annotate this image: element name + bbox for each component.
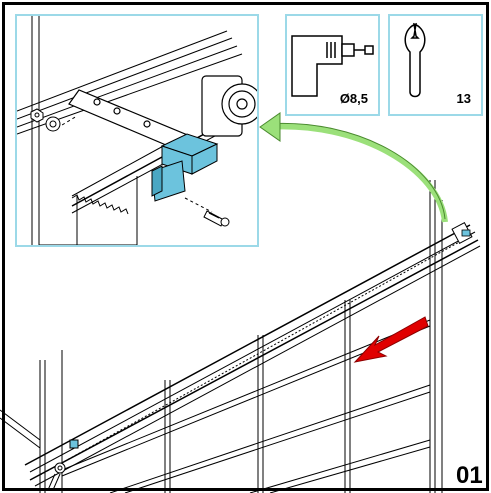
drill-bit-size-label: Ø8,5 [339, 91, 368, 106]
callout-arrow [264, 123, 448, 223]
detail-inset [15, 14, 259, 247]
bracket-detail-illustration [17, 16, 257, 245]
wrench-size-label: 13 [456, 91, 471, 106]
step-number: 01 [456, 462, 483, 489]
slide-direction-arrow [353, 316, 429, 363]
wrench-icon [404, 22, 426, 98]
wrench-tool-panel: 13 [388, 14, 483, 116]
drill-tool-panel: Ø8,5 [285, 14, 380, 116]
drill-icon [291, 35, 374, 97]
